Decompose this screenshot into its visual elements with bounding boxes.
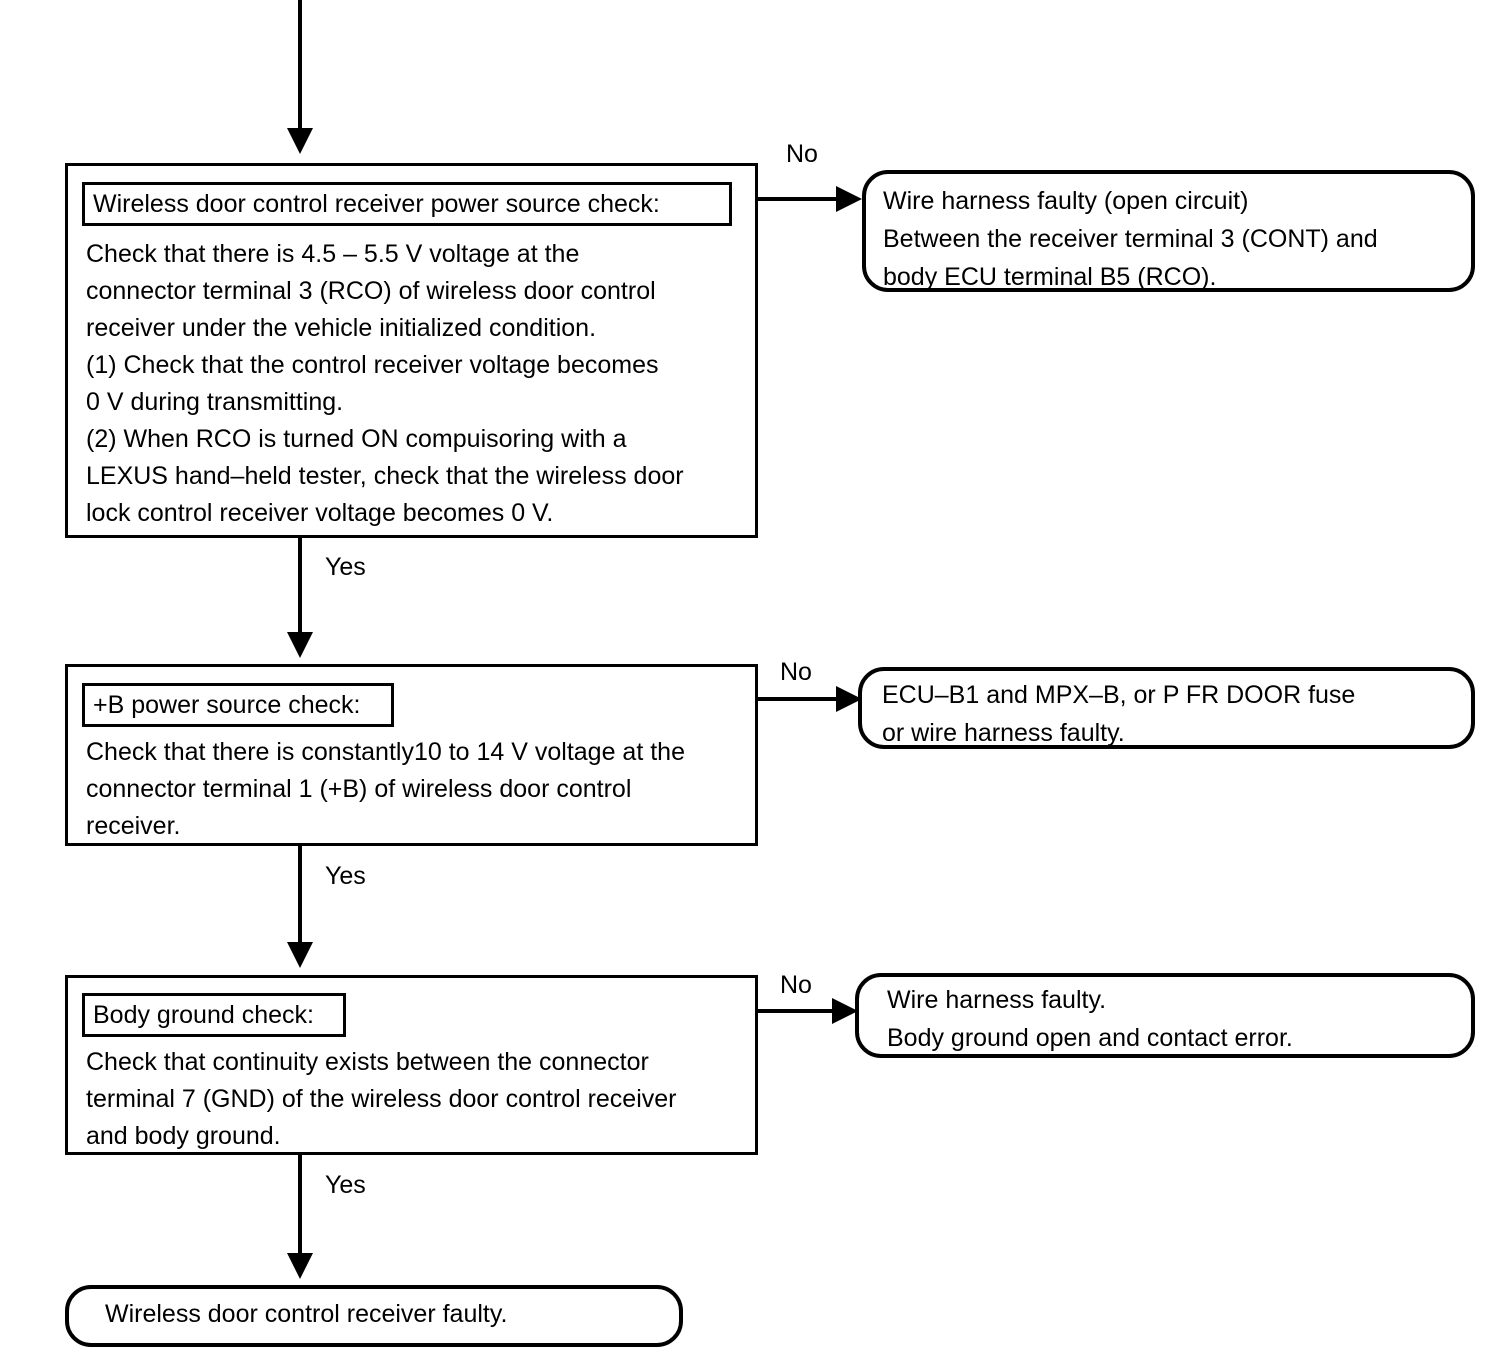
step-3-no-line	[758, 1009, 840, 1013]
step-3-yes-line	[298, 1155, 302, 1255]
step-3-no-arrowhead	[832, 998, 858, 1024]
final-result-box: Wireless door control receiver faulty.	[65, 1285, 683, 1347]
final-result-text: Wireless door control receiver faulty.	[105, 1300, 508, 1328]
step-2-yes-arrowhead	[287, 942, 313, 968]
step-2-no-label: No	[780, 658, 812, 686]
step-1-title-chip: Wireless door control receiver power sou…	[82, 182, 732, 226]
result-box-step-2: ECU–B1 and MPX–B, or P FR DOOR fuse or w…	[858, 667, 1475, 749]
step-3-body-text: Check that continuity exists between the…	[86, 1048, 677, 1150]
step-2-body-text: Check that there is constantly10 to 14 V…	[86, 738, 685, 840]
result-box-step-1: Wire harness faulty (open circuit) Betwe…	[862, 170, 1475, 292]
step-2-yes-label: Yes	[325, 862, 366, 890]
connector-incoming-arrowhead	[287, 128, 313, 154]
step-1-title-label: Wireless door control receiver power sou…	[93, 189, 660, 218]
step-1-no-arrowhead	[836, 186, 862, 212]
step-1-yes-label: Yes	[325, 553, 366, 581]
step-2-no-arrowhead	[836, 686, 862, 712]
step-2-yes-line	[298, 846, 302, 946]
step-1-no-label: No	[786, 140, 818, 168]
result-step-2-text: ECU–B1 and MPX–B, or P FR DOOR fuse or w…	[882, 681, 1356, 747]
step-1-yes-arrowhead	[287, 632, 313, 658]
step-2-no-line	[758, 697, 844, 701]
step-3-title-chip: Body ground check:	[82, 993, 346, 1037]
step-3-no-label: No	[780, 971, 812, 999]
result-box-step-3: Wire harness faulty. Body ground open an…	[855, 973, 1475, 1058]
step-2-title-label: +B power source check:	[93, 690, 361, 719]
step-1-body-text: Check that there is 4.5 – 5.5 V voltage …	[86, 240, 684, 527]
step-1-yes-line	[298, 538, 302, 638]
step-3-yes-arrowhead	[287, 1253, 313, 1279]
step-3-title-label: Body ground check:	[93, 1000, 314, 1029]
result-step-3-text: Wire harness faulty. Body ground open an…	[887, 986, 1293, 1052]
step-3-yes-label: Yes	[325, 1171, 366, 1199]
step-2-title-chip: +B power source check:	[82, 683, 394, 727]
connector-incoming-line	[298, 0, 302, 130]
result-step-1-text: Wire harness faulty (open circuit) Betwe…	[883, 187, 1378, 291]
step-1-no-line	[758, 197, 844, 201]
